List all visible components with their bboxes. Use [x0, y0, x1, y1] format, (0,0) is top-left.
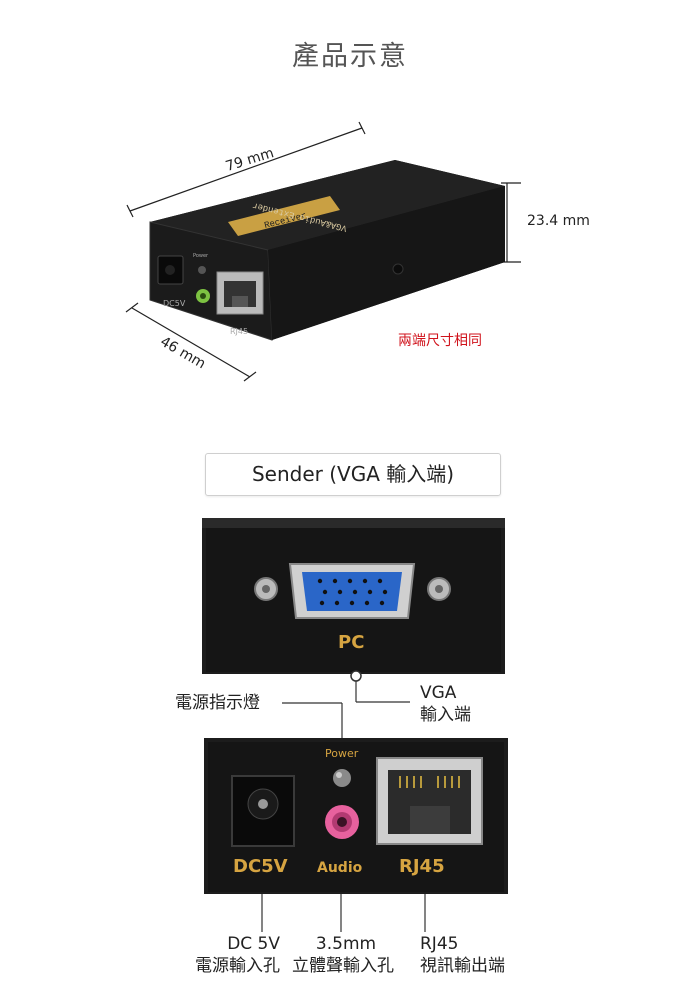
same-size-note: 兩端尺寸相同 — [398, 333, 482, 349]
power-port-label: Power — [325, 747, 359, 760]
audio-desc-line1: 3.5mm — [315, 934, 377, 954]
dc-desc-line1: DC 5V — [227, 934, 280, 954]
height-dimension: 23.4 mm — [527, 213, 590, 229]
product-illustration: Receiver VGA&Audio Extender DC5V Power R… — [125, 121, 521, 382]
pc-label: PC — [338, 632, 365, 653]
rj45-desc-line1: RJ45 — [420, 934, 459, 954]
dc5v-port-label: DC5V — [233, 856, 288, 877]
rj45-port-label: RJ45 — [399, 856, 445, 877]
vga-callout-line1: VGA — [420, 683, 457, 703]
vga-panel — [202, 518, 505, 674]
audio-port-label: Audio — [317, 860, 363, 876]
rj45-desc-line2: 視訊輸出端 — [420, 956, 505, 976]
ports-panel — [204, 738, 508, 894]
top-power-label: Power — [193, 253, 209, 259]
page-title: 產品示意 — [292, 41, 408, 72]
audio-desc-line2: 立體聲輸入孔 — [292, 956, 394, 976]
power-led-callout: 電源指示燈 — [175, 693, 260, 713]
top-rj45-label: RJ45 — [230, 327, 248, 336]
extender-box: Receiver VGA&Audio Extender DC5V Power R… — [149, 160, 505, 341]
top-dc-label: DC5V — [163, 299, 186, 308]
vga-callout-line2: 輸入端 — [420, 705, 471, 725]
dc-desc-line2: 電源輸入孔 — [195, 956, 280, 976]
sender-heading: Sender (VGA 輸入端) — [205, 453, 501, 496]
